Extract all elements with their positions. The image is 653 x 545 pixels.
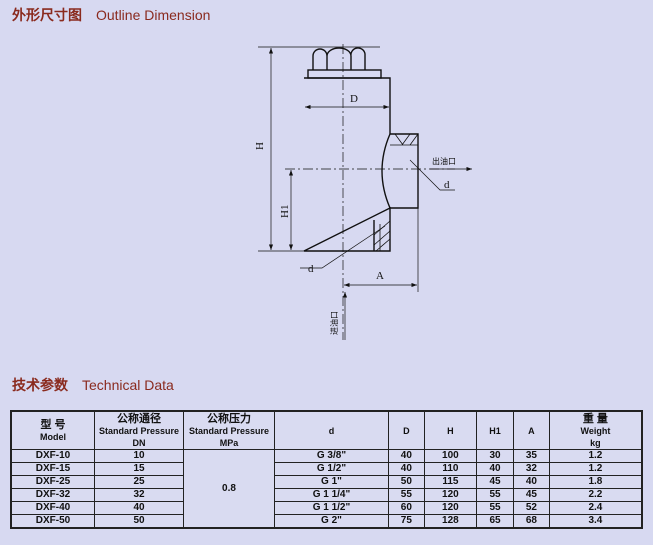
label-H1: H1 [279, 205, 291, 218]
outline-drawing: D H H1 A d d 出油口 进油口 [254, 44, 472, 340]
header-A: A [513, 410, 550, 450]
outline-title-cn: 外形尺寸图 [12, 8, 82, 24]
header-d: d [274, 410, 389, 450]
technical-title-en: Technical Data [82, 377, 174, 393]
label-d-upper: d [444, 179, 450, 191]
label-outlet: 出油口 [432, 156, 456, 166]
dimensions [258, 46, 472, 340]
technical-title-cn: 技术参数 [12, 378, 68, 394]
label-H: H [254, 142, 266, 150]
label-A: A [376, 270, 384, 282]
label-inlet: 进油口 [329, 311, 339, 335]
centerlines [285, 44, 455, 340]
header-H1: H1 [476, 410, 514, 450]
outline-title-en: Outline Dimension [96, 7, 211, 23]
label-d-lower: d [308, 263, 314, 275]
header-H: H [423, 410, 478, 450]
header-D: D [387, 410, 425, 450]
valve-body [303, 47, 419, 252]
label-D: D [350, 93, 358, 105]
outline-heading: 外形尺寸图 Outline Dimension [12, 5, 210, 25]
hatching [373, 133, 419, 252]
pressure-cell: 0.8 [183, 449, 275, 529]
technical-heading: 技术参数 Technical Data [12, 375, 174, 395]
